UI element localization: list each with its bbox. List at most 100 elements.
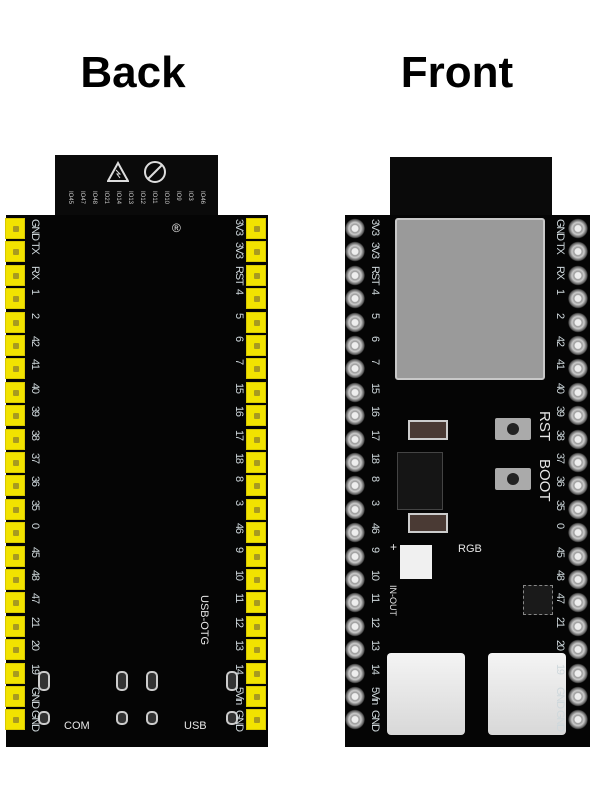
pin-label: RST — [233, 265, 245, 285]
pin-label: 5Vin — [233, 687, 245, 705]
pin-label: 19 — [554, 663, 566, 674]
header-pin — [5, 709, 25, 731]
pin-label: 9 — [233, 546, 245, 552]
pin-label: 0 — [29, 523, 41, 529]
pin-label: 17 — [369, 429, 381, 440]
header-pin — [5, 335, 25, 356]
header-pin — [246, 569, 266, 590]
usb-shell-pad — [146, 671, 158, 691]
pin-label: 12 — [233, 616, 245, 627]
rst-button[interactable] — [495, 418, 531, 440]
header-pin — [246, 218, 266, 239]
pin-label: 42 — [29, 336, 41, 346]
header-pin — [345, 639, 365, 661]
pin-label: 15 — [233, 382, 245, 393]
header-pin — [5, 264, 25, 286]
pin-label: 45 — [29, 546, 41, 557]
pin-label: 46 — [369, 523, 381, 534]
pin-label: 3V3 — [233, 242, 245, 259]
header-pin — [568, 662, 588, 684]
header-pin — [246, 381, 266, 403]
header-pin — [5, 405, 25, 427]
voltage-regulator — [397, 452, 443, 510]
header-pin — [568, 498, 588, 520]
pin-label: 35 — [29, 499, 41, 510]
pin-label: 36 — [29, 476, 41, 487]
header-pin — [345, 475, 365, 497]
header-pin — [568, 358, 588, 380]
module-pin-label: IO11 — [151, 191, 157, 204]
pin-label: 11 — [369, 593, 381, 603]
pin-label: 16 — [233, 406, 245, 417]
usb-label: USB — [184, 720, 207, 732]
rgb-led — [400, 545, 432, 579]
com-label: COM — [64, 720, 90, 732]
header-pin — [5, 218, 25, 239]
header-pin — [5, 522, 25, 544]
header-pin — [568, 218, 588, 239]
header-pin — [5, 381, 25, 403]
pin-label: 10 — [369, 570, 381, 580]
usb-c-port-com[interactable] — [387, 653, 465, 735]
header-pin — [568, 615, 588, 637]
header-pin — [345, 686, 365, 707]
capacitor — [408, 420, 448, 440]
usb-shell-pad — [116, 671, 128, 691]
module-pin-label: IO13 — [127, 191, 133, 205]
pin-label: 20 — [29, 640, 41, 651]
module-pin-label: IO10 — [163, 191, 169, 205]
pin-label: 18 — [233, 453, 245, 463]
header-pin — [5, 452, 25, 473]
pin-label: 5 — [369, 312, 381, 318]
module-pin-label: IO9 — [175, 191, 181, 201]
header-pin — [345, 335, 365, 356]
pin-label: 6 — [369, 336, 381, 341]
header-pin — [568, 428, 588, 450]
pin-label: 48 — [554, 570, 566, 580]
usb-shell-pad — [38, 671, 50, 691]
usb-shell-pad — [38, 711, 50, 725]
header-pin — [345, 358, 365, 380]
header-pin — [568, 264, 588, 286]
back-title: Back — [80, 48, 186, 97]
header-pin — [246, 405, 266, 427]
pin-label: 15 — [369, 382, 381, 393]
header-pin — [345, 311, 365, 333]
module-pin-label: IO47 — [79, 191, 85, 205]
pin-label: 8 — [369, 476, 381, 482]
pin-label: GND — [554, 219, 566, 240]
header-pin — [345, 405, 365, 427]
pin-label: 37 — [29, 453, 41, 463]
pin-label: 5 — [233, 312, 245, 318]
header-pin — [5, 428, 25, 450]
pin-label: 3 — [233, 499, 245, 505]
header-pin — [246, 592, 266, 614]
pin-label: 41 — [554, 359, 566, 370]
esp32-module-shield — [395, 218, 545, 380]
header-pin — [345, 709, 365, 731]
pin-label: 8 — [233, 476, 245, 482]
usb-shell-pad — [226, 711, 238, 725]
header-pin — [246, 288, 266, 310]
header-pin — [5, 662, 25, 684]
module-pin-label: IO3 — [187, 191, 193, 201]
header-pin — [246, 686, 266, 707]
usb-shell-pad — [116, 711, 128, 725]
pin-label: 37 — [554, 453, 566, 463]
header-pin — [246, 498, 266, 520]
pin-label: GND — [29, 219, 41, 240]
header-pin — [568, 241, 588, 263]
pin-label: 11 — [233, 593, 245, 603]
header-pin — [5, 311, 25, 333]
header-pin — [5, 475, 25, 497]
pin-label: 6 — [233, 336, 245, 341]
boot-button[interactable] — [495, 468, 531, 490]
pin-label: 38 — [554, 429, 566, 440]
module-pin-label: IO14 — [115, 191, 121, 205]
pin-label: 5Vin — [369, 687, 381, 705]
pin-label: 19 — [29, 663, 41, 674]
usb-c-port-usb[interactable] — [488, 653, 566, 735]
module-pin-label: IO48 — [91, 191, 97, 205]
pin-label: 40 — [554, 382, 566, 393]
